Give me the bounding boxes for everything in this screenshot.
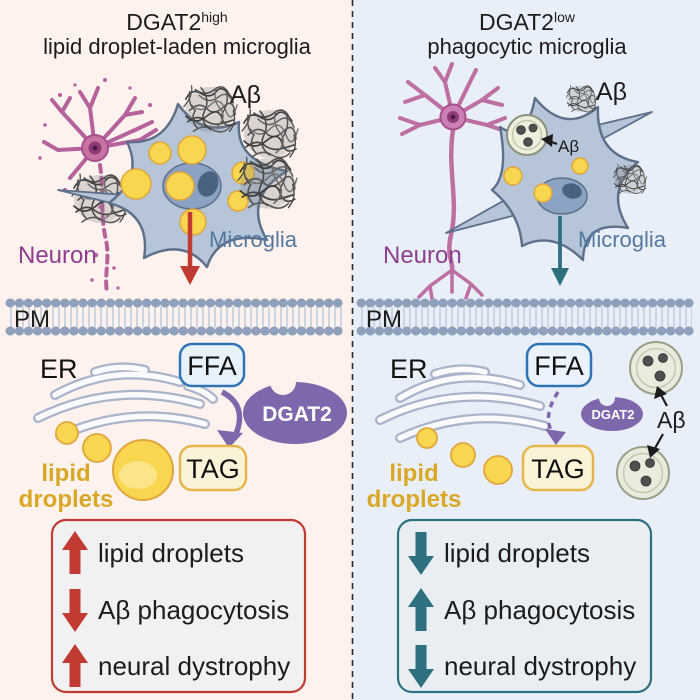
microglia-nucleolus (197, 171, 219, 197)
phagosome (506, 114, 548, 156)
right-dgat2-label: DGAT2 (591, 407, 634, 422)
left-droplets-label-1: lipid (41, 460, 90, 487)
trend-arrow-icon (62, 531, 88, 574)
trend-arrow-icon (408, 588, 434, 631)
right-microglia-illustration: Aβ (445, 96, 653, 262)
right-abeta-label: Aβ (596, 78, 627, 106)
left-reaction-arrow (220, 389, 243, 436)
right-tag-label: TAG (531, 454, 585, 484)
left-tag-label: TAG (186, 454, 240, 484)
trend-arrow-icon (62, 644, 88, 687)
right-tag-box (521, 444, 595, 492)
right-er-label: ER (390, 354, 428, 384)
left-er-label: ER (40, 354, 78, 384)
axon-terminals (417, 268, 484, 301)
summary-text: Aβ phagocytosis (98, 595, 289, 625)
microglia-nucleolus (562, 183, 582, 199)
left-reaction-arrowhead (217, 430, 243, 448)
right-microglia-label: Microglia (578, 227, 667, 252)
left-plasma-membrane (5, 298, 349, 336)
left-title-line1: DGAT2high (126, 9, 227, 35)
left-tag-box (178, 444, 248, 492)
phagosome-pointer-arrowhead (541, 134, 553, 147)
abeta-vesicle (616, 446, 670, 500)
right-title-line1: DGAT2low (479, 9, 576, 35)
right-free-lipid-droplets (416, 427, 513, 485)
left-neuron-label: Neuron (18, 242, 97, 269)
right-title-line2: phagocytic microglia (427, 34, 627, 59)
trend-arrow-icon (408, 645, 434, 688)
trend-arrow-icon (62, 589, 88, 632)
right-state-arrow (551, 216, 569, 286)
abeta-vesicle-pointers (647, 386, 668, 458)
left-summary-box (50, 518, 307, 694)
abeta-vesicle (629, 341, 683, 395)
left-er-illustration (33, 362, 218, 441)
left-dgat2-label: DGAT2 (262, 403, 332, 426)
summary-text: Aβ phagocytosis (444, 595, 635, 625)
right-summary-rows: lipid droplets Aβ phagocytosis neural dy… (408, 532, 636, 688)
summary-text: neural dystrophy (444, 651, 636, 681)
right-dgat2-enzyme: DGAT2 (581, 390, 643, 431)
right-reaction-arrowhead (545, 429, 566, 445)
neurite-fragments (38, 78, 162, 290)
phagosome-abeta-label: Aβ (558, 137, 579, 156)
right-droplets-label-2: droplets (367, 486, 462, 513)
summary-text: lipid droplets (444, 538, 590, 568)
left-microglia-illustration (57, 102, 289, 269)
left-title-line2: lipid droplet-laden microglia (43, 34, 312, 59)
right-pm-label: PM (366, 306, 402, 333)
enzyme-notch (599, 390, 615, 406)
right-neuron-illustration (398, 62, 510, 301)
neuron-nucleolus (450, 114, 456, 120)
left-summary-rows: lipid droplets Aβ phagocytosis neural dy… (62, 531, 290, 687)
right-reaction-arrow (546, 391, 560, 433)
left-ffa-box (178, 342, 246, 388)
left-dgat2-enzyme: DGAT2 (243, 369, 347, 444)
right-ffa-label: FFA (534, 351, 584, 381)
trend-arrow-icon (408, 532, 434, 575)
right-droplets-label-1: lipid (389, 460, 438, 487)
neuron-nucleolus (92, 145, 98, 151)
right-er-illustration (375, 364, 550, 443)
left-microglia-label: Microglia (209, 227, 298, 252)
enzyme-notch (270, 369, 296, 395)
right-neuron-label: Neuron (383, 242, 462, 269)
summary-text: lipid droplets (98, 538, 244, 568)
left-pm-label: PM (14, 306, 50, 333)
left-abeta-label: Aβ (230, 81, 261, 109)
intracellular-lipid-droplets (120, 135, 255, 236)
right-plasma-membrane (356, 298, 698, 336)
right-summary-box (396, 518, 653, 694)
right-abeta-mid-label: Aβ (657, 407, 686, 433)
summary-text: neural dystrophy (98, 651, 290, 681)
right-ffa-box (525, 342, 593, 388)
left-droplets-label-2: droplets (19, 486, 114, 513)
left-state-arrow (180, 212, 200, 285)
left-ffa-label: FFA (187, 351, 237, 381)
left-free-lipid-droplets (55, 421, 174, 501)
intracellular-lipid-droplets (503, 157, 589, 203)
